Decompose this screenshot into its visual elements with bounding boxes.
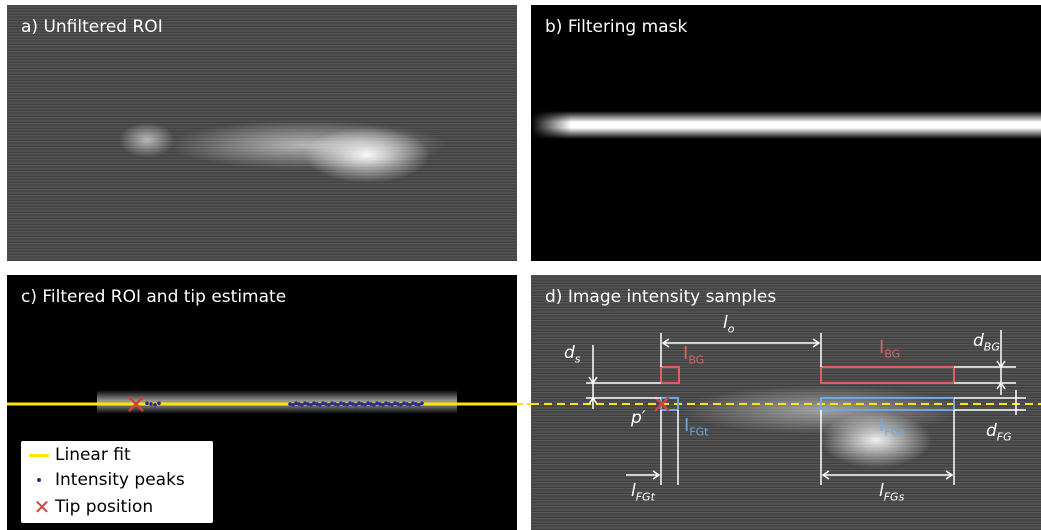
intensity-peak-dot [405,402,409,406]
intensity-peak-dot [145,401,149,405]
legend-line-swatch [29,453,49,457]
fg-sample-box-shaft [820,397,955,411]
tip-position-marker-d [654,396,670,412]
intensity-peak-dot [333,402,337,406]
label-l-fgt: lFGt [631,481,655,504]
intensity-peak-dot [339,401,343,405]
legend: Linear fit Intensity peaks ✕Tip position [21,441,213,523]
intensity-peak-dot [363,403,367,407]
intensity-peak-dot [300,403,304,407]
intensity-peak-dot [327,403,331,407]
panel-c-overlay [7,396,517,412]
panel-a-label: a) Unfiltered ROI [21,17,163,37]
panel-c-label: c) Filtered ROI and tip estimate [21,287,287,307]
intensity-peak-dot [378,402,382,406]
legend-label-intensity-peaks: Intensity peaks [55,470,185,490]
intensity-peak-dot [351,402,355,406]
tip-position-marker [128,396,144,412]
intensity-peak-dot [330,401,334,405]
intensity-peak-dot [420,401,424,405]
intensity-peak-dot [396,402,400,406]
intensity-peak-dot [393,401,397,405]
intensity-peak-dot [366,401,370,405]
legend-dot-swatch [37,478,41,482]
intensity-peak-dot [157,401,161,405]
intensity-peak-dot [153,403,157,407]
intensity-peak-dot [414,402,418,406]
panel-b-label: b) Filtering mask [545,17,688,37]
intensity-peak-dot [402,401,406,405]
legend-label-tip-position: Tip position [55,497,154,517]
panel-d-overlay [531,330,1041,485]
legend-item-linear-fit: Linear fit [29,445,131,467]
label-l-fgs: lFGs [879,481,905,504]
intensity-peak-dot [348,401,352,405]
dimension-lines [586,330,1026,485]
label-i-bg-shaft: IBG [879,337,901,361]
intensity-peak-dot [360,402,364,406]
intensity-peak-dot [369,402,373,406]
intensity-peak-dot [372,403,376,407]
legend-item-intensity-peaks: Intensity peaks [29,470,185,492]
filter-mask-band [531,111,1041,139]
legend-label-linear-fit: Linear fit [55,445,131,465]
bg-sample-box-tip [660,366,680,384]
intensity-peak-dot [309,403,313,407]
intensity-peak-dot [399,403,403,407]
intensity-peak-dot [303,401,307,405]
label-i-fgt: IFGt [684,415,709,439]
intensity-peak-dot [294,401,298,405]
intensity-peak-dot [375,401,379,405]
legend-item-tip-position: ✕Tip position [29,495,154,519]
intensity-peak-dot [321,401,325,405]
intensity-peak-dot [417,403,421,407]
panel-intensity-samples: d) Image intensity samples lo ds dBG dFG… [531,275,1041,530]
intensity-peak-dot [297,402,301,406]
label-p-prime: p′ [631,408,646,428]
intensity-peak-dot [384,401,388,405]
intensity-peak-dot [387,402,391,406]
intensity-peak-dot [357,401,361,405]
legend-x-swatch: ✕ [33,495,51,519]
intensity-peak-dot [324,402,328,406]
label-l-o: lo [723,313,735,336]
intensity-peak-dot [390,403,394,407]
panel-d-label: d) Image intensity samples [545,287,777,307]
panel-filtered-roi: c) Filtered ROI and tip estimate Linear … [7,275,517,530]
intensity-peak-dot [315,402,319,406]
label-i-bg-tip: IBG [683,343,705,367]
label-d-s: ds [564,343,581,366]
intensity-peak-dot [336,403,340,407]
panel-filtering-mask: b) Filtering mask [531,5,1041,261]
intensity-peaks-group [145,401,424,407]
intensity-peak-dot [381,403,385,407]
filtered-needle-band [97,390,457,414]
panel-unfiltered-roi: a) Unfiltered ROI [7,5,517,261]
intensity-peak-dot [408,403,412,407]
intensity-peak-dot [318,403,322,407]
label-d-fg: dFG [986,421,1012,444]
label-i-fgs: IFGs [879,415,905,439]
intensity-peak-dot [354,403,358,407]
intensity-peak-dot [345,403,349,407]
bg-sample-box-shaft [820,366,955,384]
intensity-peak-dot [306,402,310,406]
intensity-peak-dot [342,402,346,406]
intensity-peak-dot [291,403,295,407]
label-d-bg: dBG [973,331,1000,354]
intensity-peak-dot [312,401,316,405]
intensity-peak-dot [149,402,153,406]
connector-dashed-line [517,403,531,405]
intensity-peak-dot [411,401,415,405]
filter-mask-fade [531,105,571,145]
intensity-peak-dot [288,402,292,406]
